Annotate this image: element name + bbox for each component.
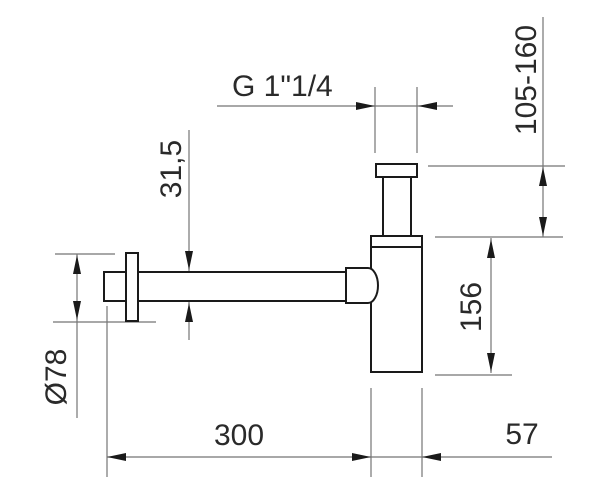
top-flange-nut <box>375 163 418 178</box>
label-flange-diameter: Ø78 <box>40 349 73 406</box>
trap-body <box>370 235 423 373</box>
arrow-offset-left <box>422 453 441 461</box>
label-thread-size: G 1"1/4 <box>232 70 333 103</box>
arrow-range-bottom <box>539 217 547 236</box>
product-outline <box>103 163 423 373</box>
arrow-flange-bottom <box>73 301 81 320</box>
arrow-tube-top <box>185 251 193 270</box>
label-body-height: 156 <box>455 282 488 332</box>
elbow-nut <box>345 267 379 304</box>
arrow-thread-right <box>418 102 437 110</box>
label-tube-diameter: 31,5 <box>155 140 188 198</box>
dimension-lines <box>53 17 565 477</box>
arrow-tube-bottom <box>185 303 193 322</box>
label-tube-length: 300 <box>214 419 264 452</box>
label-side-offset: 57 <box>505 418 538 451</box>
arrow-body-top <box>487 239 495 258</box>
arrow-range-top <box>539 167 547 186</box>
horizontal-tube <box>103 271 348 302</box>
dimension-labels: G 1"1/4 105-160 31,5 156 Ø78 300 57 <box>40 25 543 452</box>
arrow-thread-left <box>356 102 375 110</box>
vertical-inlet-pipe <box>382 176 412 237</box>
dimension-arrows <box>73 102 547 461</box>
arrow-length-right <box>352 453 371 461</box>
arrow-body-bottom <box>487 353 495 372</box>
arrow-flange-top <box>73 255 81 274</box>
wall-flange <box>125 252 139 322</box>
arrow-length-left <box>107 453 126 461</box>
label-height-range: 105-160 <box>510 25 543 135</box>
